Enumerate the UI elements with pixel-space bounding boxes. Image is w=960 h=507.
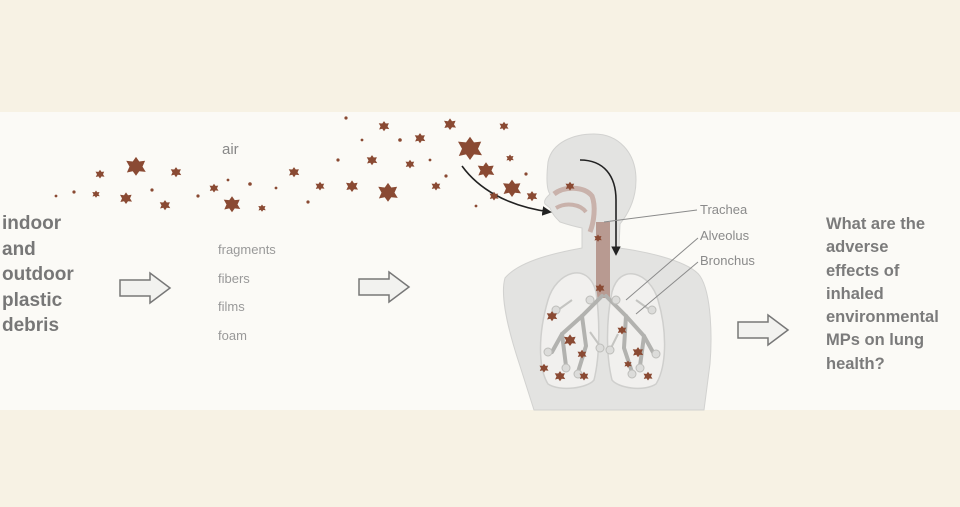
plastic-particle-icon — [95, 169, 105, 179]
plastic-particle-icon — [120, 192, 132, 204]
source-line: debris — [2, 315, 60, 336]
plastic-particle-icon — [506, 154, 514, 162]
lungs-illustration — [539, 272, 666, 390]
right-arrow-icon — [358, 270, 411, 304]
particle-type: films — [218, 299, 245, 314]
research-question: What are the adverse effects of inhaled … — [826, 215, 939, 373]
plastic-particle-icon — [366, 155, 378, 166]
plastic-particle-icon — [477, 162, 495, 179]
air-label: air — [222, 141, 239, 158]
fine-particles — [54, 116, 528, 208]
bottom-background — [0, 410, 960, 507]
right-arrow-icon — [737, 313, 790, 347]
trachea-label: Trachea — [700, 202, 748, 217]
plastic-particle-icon — [346, 180, 358, 192]
source-line: indoor — [2, 213, 62, 234]
bronchus-label: Bronchus — [700, 253, 755, 268]
top-background — [0, 0, 960, 112]
plastic-particle-icon — [378, 121, 390, 132]
plastic-particle-icon — [126, 156, 146, 176]
plastic-particle-icon — [258, 204, 266, 212]
plastic-particle-icon — [405, 159, 415, 169]
plastic-particle-icon — [170, 167, 182, 178]
plastic-particle-icon — [159, 200, 171, 211]
source-label: indoor and outdoor plastic debris — [2, 211, 74, 339]
plastic-particle-icon — [503, 179, 521, 197]
plastic-particle-icon — [458, 136, 482, 160]
plastic-particle-icon — [223, 196, 241, 213]
plastic-particle-icon — [315, 181, 325, 191]
plastic-particle-icon — [444, 118, 456, 130]
particle-type: fragments — [218, 242, 276, 257]
source-line: plastic — [2, 289, 63, 311]
inhalation-arrow-icon — [579, 159, 621, 256]
plastic-particle-icon — [414, 133, 426, 144]
right-arrow-icon — [119, 271, 172, 305]
plastic-particle-icon — [499, 121, 509, 131]
plastic-particle-icon — [288, 167, 300, 178]
alveolus-label: Alveolus — [700, 228, 750, 243]
plastic-particle-icon — [526, 191, 538, 202]
diagram-panel — [0, 112, 960, 410]
plastic-particle-icon — [431, 181, 441, 191]
plastic-particle-icon — [209, 183, 219, 193]
particle-type: fibers — [218, 270, 250, 286]
particle-type: foam — [218, 327, 247, 343]
plastic-particle-icon — [92, 190, 100, 198]
source-line: and — [2, 238, 36, 260]
source-line: outdoor — [2, 264, 74, 285]
label-leader-lines — [603, 209, 699, 315]
plastic-particle-icon — [378, 182, 398, 202]
particle-types-list: fragments fibers films foam — [218, 236, 276, 350]
airway-illustration — [552, 185, 610, 298]
